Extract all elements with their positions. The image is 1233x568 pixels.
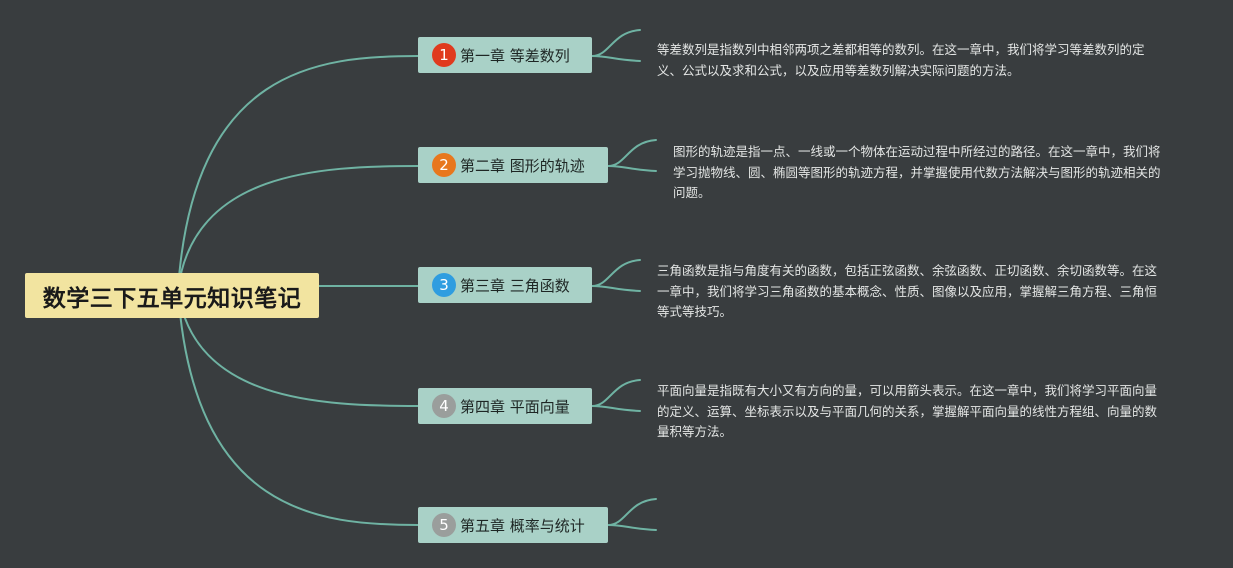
branch-topic-chapter-5[interactable]: 5 第五章 概率与统计 — [418, 507, 608, 543]
number-badge-icon: 3 — [432, 273, 456, 297]
branch-topic-label: 第一章 等差数列 — [460, 46, 570, 65]
branch-5-bracket-line — [607, 498, 657, 531]
branch-topic-label: 第四章 平面向量 — [460, 397, 570, 416]
branch-topic-label: 第二章 图形的轨迹 — [460, 156, 585, 175]
root-topic-label: 数学三下五单元知识笔记 — [42, 285, 302, 312]
root-to-branch-4-line — [177, 289, 419, 407]
number-badge-icon: 5 — [432, 513, 456, 537]
branch-topic-chapter-2[interactable]: 2 第二章 图形的轨迹 — [418, 147, 608, 183]
number-badge-icon: 2 — [432, 153, 456, 177]
branch-topic-chapter-3[interactable]: 3 第三章 三角函数 — [418, 267, 592, 303]
branch-topic-label: 第三章 三角函数 — [460, 276, 570, 295]
branch-topic-label: 第五章 概率与统计 — [460, 516, 585, 535]
branch-1-bracket-line — [591, 29, 641, 62]
chapter-2-description: 图形的轨迹是指一点、一线或一个物体在运动过程中所经过的路径。在这一章中，我们将学… — [673, 144, 1161, 200]
chapter-4-description: 平面向量是指既有大小又有方向的量，可以用箭头表示。在这一章中，我们将学习平面向量… — [657, 383, 1158, 439]
branch-topic-chapter-1[interactable]: 1 第一章 等差数列 — [418, 37, 592, 73]
branch-2-bracket-line — [607, 139, 657, 172]
chapter-1-description: 等差数列是指数列中相邻两项之差都相等的数列。在这一章中，我们将学习等差数列的定义… — [657, 42, 1145, 78]
branch-3-bracket-line — [591, 259, 641, 292]
root-to-branch-1-line — [177, 55, 419, 291]
branch-topic-chapter-4[interactable]: 4 第四章 平面向量 — [418, 388, 592, 424]
root-to-branch-5-line — [177, 289, 419, 526]
number-badge-icon: 4 — [432, 394, 456, 418]
root-topic[interactable]: 数学三下五单元知识笔记 — [25, 273, 319, 318]
chapter-3-description: 三角函数是指与角度有关的函数，包括正弦函数、余弦函数、正切函数、余切函数等。在这… — [657, 263, 1158, 319]
root-to-branch-2-line — [177, 165, 419, 291]
number-badge-icon: 1 — [432, 43, 456, 67]
branch-4-bracket-line — [591, 379, 641, 412]
